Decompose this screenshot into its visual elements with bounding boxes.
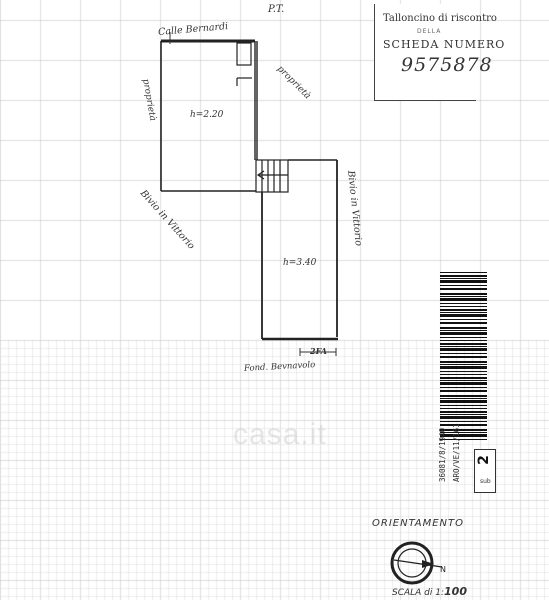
barcode-bar [440,337,487,338]
barcode-bar [440,343,487,345]
barcode-bar [440,353,487,354]
barcode-bar [440,330,487,331]
barcode-bar [440,429,487,431]
watermark: casa.it [233,418,327,451]
barcode-bar [440,340,487,341]
barcode-bar [440,293,487,295]
barcode-bar [440,303,487,304]
barcode-bar [440,298,487,301]
scale-prefix: SCALA di 1: [392,588,445,598]
scale-value: 100 [444,585,467,598]
barcode-bar [440,322,487,324]
barcode-bar [440,361,487,363]
barcode [440,272,487,440]
barcode-bar [440,332,487,335]
sub-number: 2 [475,455,492,465]
barcode-bar [440,280,487,283]
room-lower [261,159,338,341]
barcode-bar [440,272,487,273]
barcode-bar [440,400,487,403]
barcode-bar [440,319,487,320]
stamp-della: DELLA [417,28,442,35]
barcode-bar [440,439,487,440]
barcode-bar [440,314,487,317]
room-upper [160,39,258,192]
stamp-title: Talloncino di riscontro [383,13,497,24]
barcode-bar [440,278,487,279]
stamp-scheda: SCHEDA NUMERO [383,38,506,51]
barcode-bar [440,398,487,399]
barcode-bar [440,371,487,372]
barcode-bar [440,309,487,311]
stamp-number: 9575878 [401,54,493,76]
barcode-bar [440,414,487,415]
barcode-bar [440,432,487,433]
barcode-bar [440,408,487,409]
floor-label: P.T. [268,4,285,15]
barcode-bar [440,366,487,369]
side-code-1: 36081/8/1940 [438,427,447,482]
barcode-bar [440,382,487,385]
barcode-bar [440,306,487,307]
barcode-bar [440,275,487,277]
sub-label: sub [480,478,491,485]
compass-icon: N [390,541,446,585]
room1-height: h=2.20 [190,110,224,120]
barcode-bar [440,285,487,286]
svg-text:N: N [440,565,446,574]
barcode-bar [440,348,487,351]
scale-label: SCALA di 1:100 [392,585,467,598]
barcode-bar [440,327,487,329]
barcode-bar [440,356,487,358]
side-code-2: ARO/VE/11/161 [452,423,461,482]
barcode-bar [440,421,487,422]
barcode-bar [440,390,487,392]
barcode-bar [440,380,487,381]
sub-box: 2 sub [474,449,496,493]
barcode-bar [440,434,487,437]
barcode-bar [440,405,487,406]
barcode-bar [440,416,487,419]
bottom-dimension: 2FA [310,346,327,356]
barcode-bar [440,377,487,379]
barcode-bar [440,374,487,375]
stair [255,159,289,193]
barcode-bar [440,424,487,426]
barcode-bar [440,346,487,347]
barcode-bar [440,411,487,413]
barcode-bar [440,364,487,365]
barcode-bar [440,387,487,388]
dimension-line [169,32,337,356]
barcode-bar [440,288,487,290]
reference-stamp: Talloncino di riscontro DELLA SCHEDA NUM… [374,4,504,101]
barcode-bar [440,395,487,397]
barcode-bar [440,296,487,297]
orientation-label: ORIENTAMENTO [372,518,465,529]
room2-height: h=3.40 [283,258,317,268]
barcode-bar [440,312,487,313]
